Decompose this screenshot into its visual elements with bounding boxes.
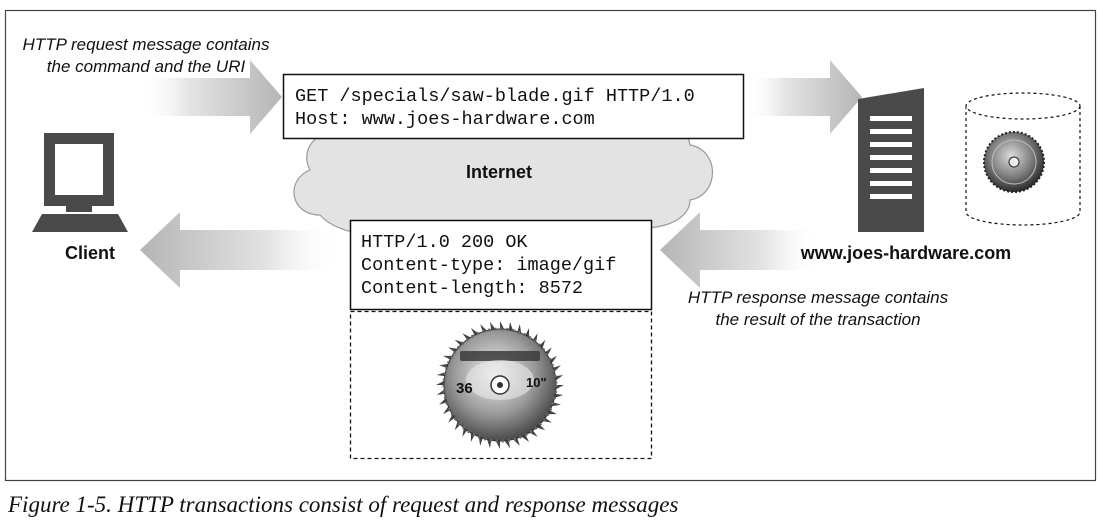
response-message-box: HTTP/1.0 200 OK Content-type: image/gif …: [349, 219, 653, 311]
saw-tooth: [495, 439, 500, 449]
saw-blade-size-left: 36: [456, 380, 473, 397]
response-arrow-right: [660, 212, 820, 288]
response-annotation-line-1: HTTP response message contains: [688, 288, 949, 307]
saw-blade-image: 36 10": [436, 321, 564, 449]
saw-tooth: [553, 393, 564, 399]
response-status-line: HTTP/1.0 200 OK: [361, 232, 528, 253]
request-arrow-left: [140, 60, 282, 134]
client-label: Client: [65, 243, 115, 263]
request-annotation-line-1: HTTP request message contains: [23, 35, 270, 54]
response-content-length: Content-length: 8572: [361, 278, 583, 299]
saw-tooth: [436, 388, 446, 395]
saw-blade-size-right: 10": [526, 375, 547, 390]
request-host-header: Host: www.joes-hardware.com: [295, 109, 595, 130]
server-icon: [858, 88, 924, 232]
client-computer-icon: [32, 133, 128, 232]
stored-saw-blade-image: [983, 131, 1045, 193]
saw-tooth: [436, 380, 446, 385]
response-content-type: Content-type: image/gif: [361, 255, 616, 276]
request-annotation-line-2: the command and the URI: [47, 57, 246, 76]
saw-tooth: [508, 321, 514, 332]
storage-cylinder-icon: [965, 92, 1081, 226]
response-arrow-left: [140, 212, 340, 288]
request-message-box: GET /specials/saw-blade.gif HTTP/1.0 Hos…: [282, 73, 745, 140]
response-annotation-line-2: the result of the transaction: [715, 310, 920, 329]
response-body: 36 10": [349, 310, 653, 460]
request-line: GET /specials/saw-blade.gif HTTP/1.0: [295, 86, 695, 107]
internet-label: Internet: [466, 162, 532, 182]
figure-caption: Figure 1-5. HTTP transactions consist of…: [8, 492, 679, 517]
server-label: www.joes-hardware.com: [800, 243, 1011, 263]
request-arrow-right: [745, 60, 862, 134]
